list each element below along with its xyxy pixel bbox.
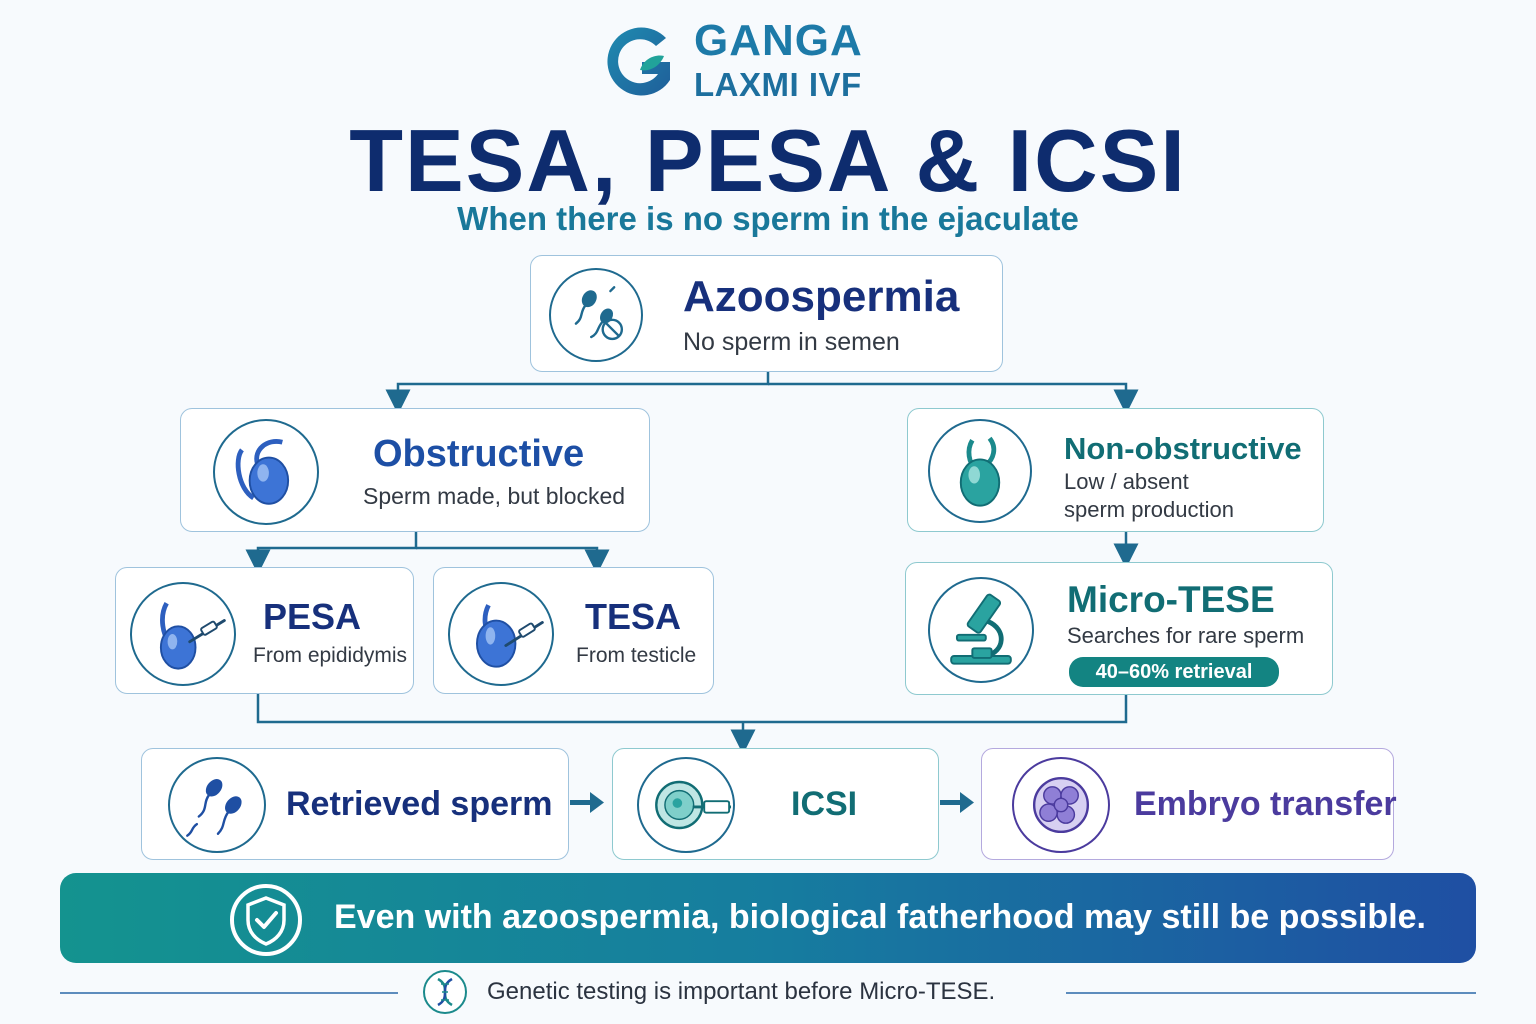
logo-text-ganga: GANGA <box>694 16 863 65</box>
node-non-obstructive-desc-line2: sperm production <box>1064 497 1234 522</box>
retrieval-rate-badge: 40–60% retrieval <box>1069 657 1279 687</box>
node-embryo-transfer: Embryo transfer <box>981 748 1397 860</box>
node-embryo-transfer-title: Embryo transfer <box>1134 785 1397 823</box>
shield-check-icon <box>230 884 302 956</box>
node-non-obstructive-desc-line1: Low / absent <box>1064 469 1189 494</box>
sperm-icon <box>168 757 266 853</box>
banner-text: Even with azoospermia, biological father… <box>334 898 1427 936</box>
node-tesa: TESA From testicle <box>433 567 714 694</box>
node-micro-tese-desc: Searches for rare sperm <box>1067 623 1305 648</box>
node-tesa-desc: From testicle <box>576 644 697 667</box>
node-pesa-title: PESA <box>263 596 362 637</box>
encouragement-banner <box>60 873 1476 963</box>
dna-icon <box>423 970 467 1014</box>
page-subtitle: When there is no sperm in the ejaculate <box>457 200 1079 237</box>
node-icsi-title: ICSI <box>791 785 858 823</box>
node-retrieved-sperm-title: Retrieved sperm <box>286 785 553 823</box>
node-obstructive: Obstructive Sperm made, but blocked <box>180 408 650 532</box>
node-micro-tese-title: Micro-TESE <box>1067 579 1275 620</box>
embryo-icon <box>1012 757 1110 853</box>
testis-icon <box>928 419 1032 523</box>
node-micro-tese: Micro-TESE Searches for rare sperm 40–60… <box>905 562 1333 695</box>
node-pesa-desc: From epididymis <box>253 644 408 667</box>
needle-testicle-icon <box>448 582 554 686</box>
logo-text-laxmi-ivf: LAXMI IVF <box>694 66 862 103</box>
footer-note: Genetic testing is important before Micr… <box>487 978 996 1005</box>
node-obstructive-desc: Sperm made, but blocked <box>363 483 626 509</box>
node-obstructive-title: Obstructive <box>373 433 585 475</box>
node-azoospermia-desc: No sperm in semen <box>683 328 900 356</box>
logo-icon <box>607 27 670 96</box>
node-icsi: ICSI <box>612 748 939 860</box>
microscope-icon <box>928 577 1034 683</box>
node-azoospermia-title: Azoospermia <box>683 272 960 321</box>
node-non-obstructive-title: Non-obstructive <box>1064 431 1302 466</box>
node-tesa-title: TESA <box>585 596 682 637</box>
node-non-obstructive: Non-obstructive Low / absent sperm produ… <box>907 408 1324 532</box>
node-azoospermia: Azoospermia No sperm in semen <box>530 255 1003 372</box>
page-title: TESA, PESA & ICSI <box>349 111 1187 210</box>
needle-epididymis-icon <box>130 582 236 686</box>
sperm-blocked-icon <box>549 268 643 362</box>
egg-injection-icon <box>637 757 735 853</box>
node-pesa: PESA From epididymis <box>115 567 414 694</box>
node-retrieved-sperm: Retrieved sperm <box>141 748 569 860</box>
testis-icon <box>213 419 319 525</box>
